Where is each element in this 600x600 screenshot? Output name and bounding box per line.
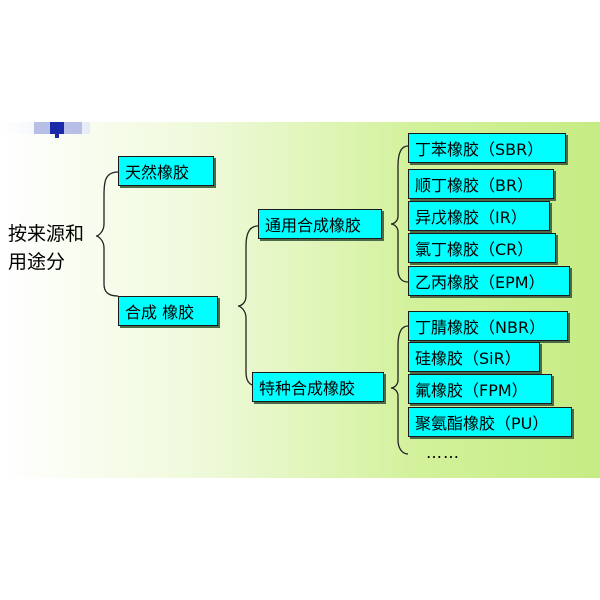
brace-synthetic — [237, 225, 259, 387]
item-br: 顺丁橡胶（BR） — [408, 169, 554, 199]
root-label-line2: 用途分 — [8, 251, 66, 273]
item-sir: 硅橡胶（SiR） — [408, 342, 540, 372]
general-synthetic-box: 通用合成橡胶 — [258, 209, 382, 239]
brace-general — [390, 145, 409, 283]
item-nbr: 丁腈橡胶（NBR） — [408, 311, 568, 341]
brace-root — [95, 171, 119, 297]
item-cr: 氯丁橡胶（CR） — [408, 233, 556, 263]
root-label-line1: 按来源和 — [8, 223, 85, 245]
root-label: 按来源和 用途分 — [8, 220, 103, 276]
special-synthetic-box: 特种合成橡胶 — [252, 372, 384, 402]
synthetic-rubber-box: 合成 橡胶 — [118, 296, 218, 326]
item-fpm: 氟橡胶（FPM） — [408, 374, 552, 404]
item-epm: 乙丙橡胶（EPM） — [408, 266, 570, 296]
ellipsis: …… — [426, 443, 460, 462]
item-pu: 聚氨酯橡胶（PU） — [408, 407, 572, 437]
brace-special — [390, 325, 409, 455]
slide-decoration-tick — [55, 128, 59, 138]
item-ir: 异戊橡胶（IR） — [408, 201, 550, 231]
natural-rubber-box: 天然橡胶 — [118, 156, 214, 186]
item-sbr: 丁苯橡胶（SBR） — [408, 133, 566, 163]
